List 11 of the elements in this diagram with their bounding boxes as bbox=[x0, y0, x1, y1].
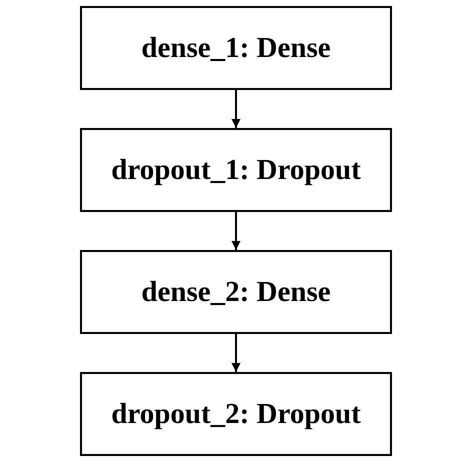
layer-box bbox=[80, 128, 392, 212]
layer-box bbox=[80, 6, 392, 90]
layer-label: dropout_2: Dropout bbox=[111, 398, 361, 430]
arrow bbox=[232, 90, 240, 128]
layer-box bbox=[80, 250, 392, 334]
layer-box bbox=[80, 372, 392, 456]
layer-label: dense_1: Dense bbox=[141, 32, 331, 64]
arrow bbox=[232, 212, 240, 250]
layer-label: dropout_1: Dropout bbox=[111, 154, 361, 186]
arrow bbox=[232, 334, 240, 372]
layer-label: dense_2: Dense bbox=[141, 276, 331, 308]
